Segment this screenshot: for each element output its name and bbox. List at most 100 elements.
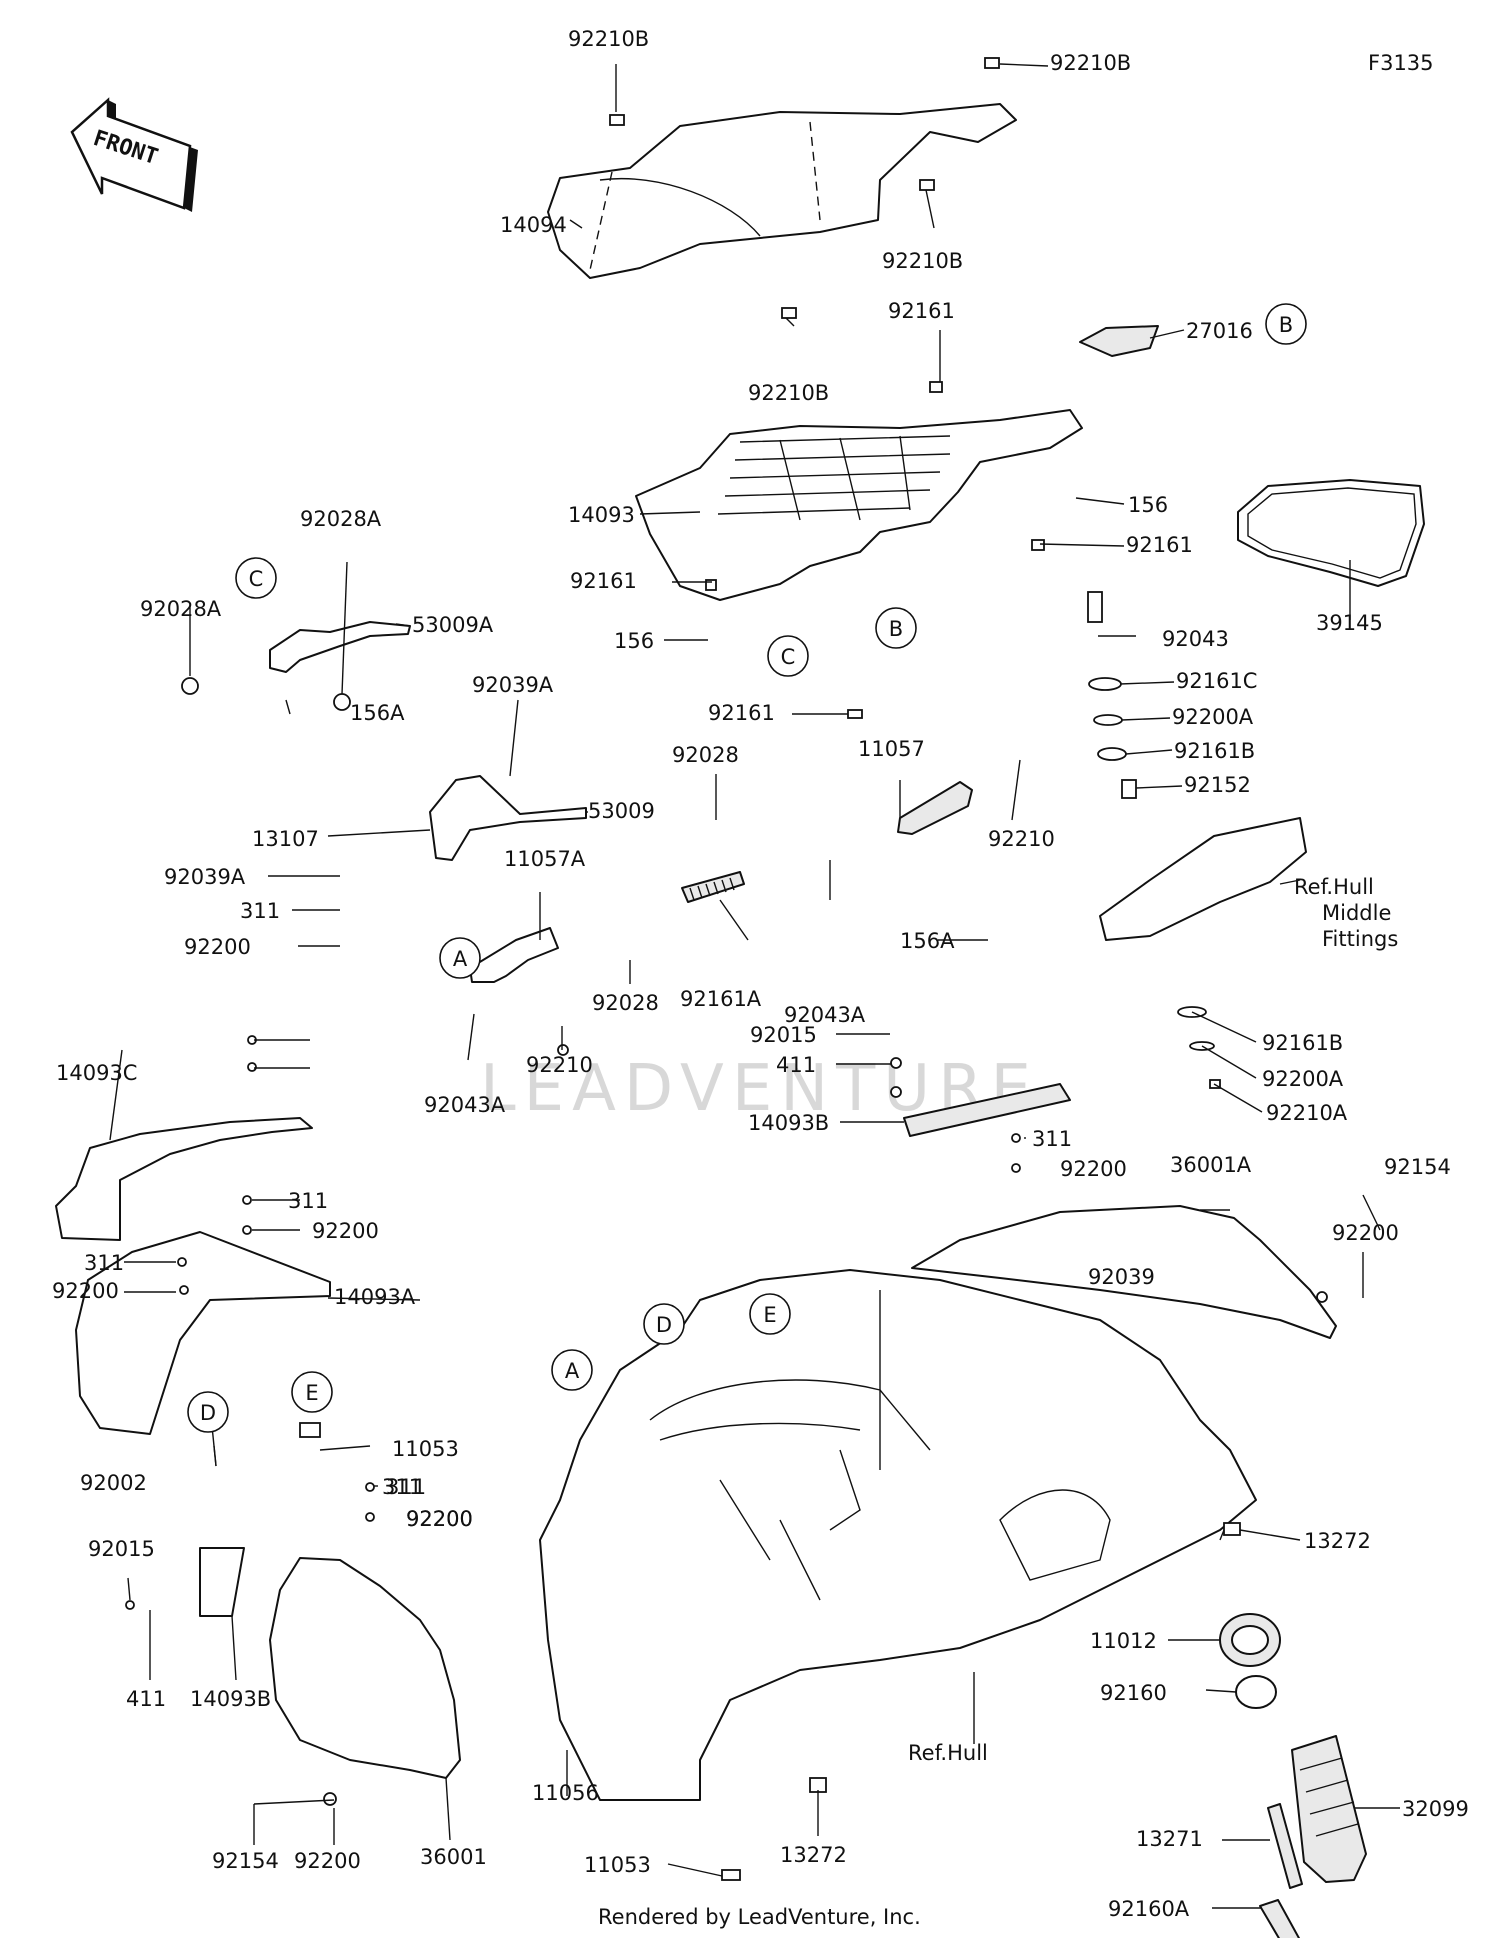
part-39145-gasket	[1237, 479, 1425, 587]
callout-layer: C C B B A A D D E E	[187, 303, 1307, 1433]
callout-letter: B	[889, 617, 903, 641]
callout-ca2: C	[767, 635, 809, 677]
part-label-l34: 156A	[900, 929, 955, 953]
footer-credit: Rendered by LeadVenture, Inc.	[598, 1905, 921, 1929]
part-14093C	[55, 1117, 313, 1241]
part-label-l72: 92160	[1100, 1681, 1167, 1705]
part-label-l74: Ref.Hull	[908, 1741, 988, 1765]
part-label-l7: 27016	[1186, 319, 1253, 343]
callout-letter: E	[763, 1303, 776, 1327]
callout-letter: B	[1279, 313, 1293, 337]
leader-lines	[109, 63, 1400, 1909]
callout-circle	[235, 557, 277, 599]
part-label-l53: 92200	[312, 1219, 379, 1243]
callout-ca5: A	[439, 937, 481, 979]
label-layer: 92210B92210B1409492210B92210B92161270161…	[52, 27, 1469, 1921]
part-label-l29: 92200	[184, 935, 251, 959]
part-label-l26: 13107	[252, 827, 319, 851]
part-label-l32: 92210	[988, 827, 1055, 851]
callout-letter: E	[305, 1381, 318, 1405]
part-label-l25: 53009	[588, 799, 655, 823]
part-14093B-lower	[199, 1547, 245, 1617]
part-label-l56: 14093A	[334, 1285, 416, 1309]
part-92161A-spring	[681, 871, 745, 903]
callout-letter: A	[565, 1359, 580, 1383]
part-53009A	[269, 621, 411, 673]
callout-circle	[767, 635, 809, 677]
part-label-l67: 311	[386, 1475, 426, 1499]
callout-circle	[291, 1371, 333, 1413]
part-label-l63: 92200	[1332, 1221, 1399, 1245]
part-label-l16: 92200A	[1172, 705, 1254, 729]
part-label-l82: 13272	[780, 1843, 847, 1867]
callout-letter: D	[656, 1313, 672, 1337]
part-label-l79: 92200	[294, 1849, 361, 1873]
part-label-l22: 53009A	[412, 613, 494, 637]
part-label-l31: 11057	[858, 737, 925, 761]
part-label-l76: 13271	[1136, 1827, 1203, 1851]
part-label-l30: 92028	[672, 743, 739, 767]
part-label-l38: 92210	[526, 1053, 593, 1077]
callout-ca1: C	[235, 557, 277, 599]
part-label-l59: 311	[382, 1475, 422, 1499]
part-label-l18: 92152	[1184, 773, 1251, 797]
part-label-l14: 92043	[1162, 627, 1229, 651]
part-label-l52: 311	[288, 1189, 328, 1213]
part-label-l35: 92161A	[680, 987, 762, 1011]
callout-letter: C	[781, 645, 796, 669]
part-label-l6: 92161	[888, 299, 955, 323]
part-label-l70: 14093B	[190, 1687, 271, 1711]
part-label-l44: 92200A	[1262, 1067, 1344, 1091]
part-label-l68: 92200	[406, 1507, 473, 1531]
part-label-l37: 92028	[592, 991, 659, 1015]
part-label-l75: 11056	[532, 1781, 599, 1805]
part-36001	[269, 1557, 461, 1779]
part-label-l12: 156	[614, 629, 654, 653]
callout-letter: A	[453, 947, 468, 971]
part-label-l62: 92154	[1384, 1155, 1451, 1179]
part-label-l24: 92039A	[472, 673, 554, 697]
part-label-l49: 311	[1032, 1127, 1072, 1151]
part-label-l8: 14093	[568, 503, 635, 527]
callout-circle	[1265, 303, 1307, 345]
part-label-l17: 92161B	[1174, 739, 1255, 763]
callout-ca3: B	[1265, 303, 1307, 345]
part-label-l13: 92161	[708, 701, 775, 725]
callout-ca6: A	[551, 1349, 593, 1391]
part-label-l3: 14094	[500, 213, 567, 237]
part-label-l27: 92039A	[164, 865, 246, 889]
part-label-l73: 32099	[1402, 1797, 1469, 1821]
part-label-l36: 92043A	[784, 1003, 866, 1027]
part-label-l61: 36001A	[1170, 1153, 1252, 1177]
part-label-l11: 92161	[1126, 533, 1193, 557]
part-label-l80: 36001	[420, 1845, 487, 1869]
part-14093A	[75, 1231, 331, 1435]
part-ref-hull	[539, 1269, 1257, 1801]
part-label-l60: 92200	[406, 1507, 473, 1531]
part-14093-tray	[635, 409, 1083, 601]
part-14094-cover	[547, 103, 1017, 279]
part-11012	[1219, 1613, 1281, 1667]
part-92160A	[1259, 1899, 1301, 1938]
part-11057	[897, 781, 973, 835]
callout-ca8: D	[187, 1391, 229, 1433]
part-label-l1: 92210B	[568, 27, 649, 51]
part-36001A	[911, 1205, 1337, 1339]
part-label-l54: 311	[84, 1251, 124, 1275]
part-label-l41: Middle	[1322, 901, 1391, 925]
part-53009	[429, 775, 587, 861]
callout-circle	[749, 1293, 791, 1335]
callout-circle	[439, 937, 481, 979]
part-middle-fittings	[1099, 817, 1307, 941]
part-label-l55: 92200	[52, 1279, 119, 1303]
callout-ca4: B	[875, 607, 917, 649]
figure-code: F3135	[1368, 51, 1434, 75]
part-label-l77: 92160A	[1108, 1897, 1190, 1921]
part-label-l51: 14093C	[56, 1061, 137, 1085]
callout-ca9: E	[749, 1293, 791, 1335]
part-27016	[1079, 325, 1159, 357]
part-label-l66: 92015	[88, 1537, 155, 1561]
part-label-l57: 11053	[392, 1437, 459, 1461]
part-label-l28: 311	[240, 899, 280, 923]
part-label-l23: 156A	[350, 701, 405, 725]
